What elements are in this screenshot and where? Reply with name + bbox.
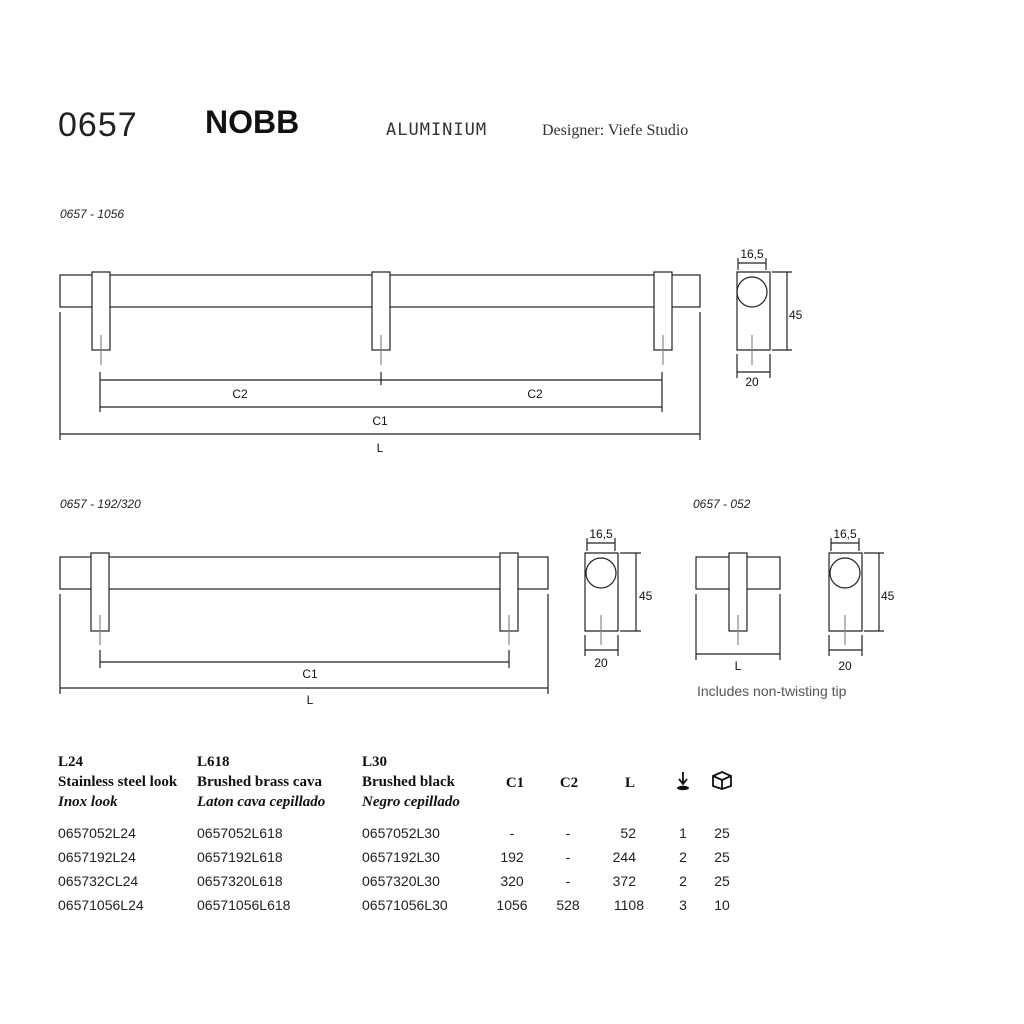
cell-l30: 0657052L30 [362,825,440,841]
product-name: NOBB [205,104,300,140]
dim-width-small: 16,5 [833,527,857,541]
finish-column-l24: L24 Stainless steel look Inox look [58,752,177,812]
dim-l-medium: L [307,693,314,707]
cell-l24: 0657192L24 [58,849,136,865]
cell-c1: 320 [500,873,524,889]
finish-column-l618: L618 Brushed brass cava Laton cava cepil… [197,752,325,812]
drawing-label-small: 0657 - 052 [693,497,751,511]
cell-l618: 06571056L618 [197,897,291,913]
finish-name: Brushed brass cava [197,774,323,790]
cell-l: 52 [620,825,636,841]
cell-c1: - [509,825,515,841]
drawing-label-large: 0657 - 1056 [60,207,125,221]
finish-code: L618 [197,754,230,770]
finish-name-es: Negro cepillado [362,794,460,810]
header-c1: C1 [505,775,525,791]
cell-l: 1108 [613,897,644,913]
dim-base-large: 20 [745,375,759,389]
finish-name-es: Laton cava cepillado [197,794,326,810]
dim-base-small: 20 [838,659,852,673]
medium-handle-side-view [584,538,641,656]
dim-l-large: L [377,441,384,455]
drawing-label-medium: 0657 - 192/320 [60,497,141,511]
finish-name: Brushed black [362,774,455,790]
cell-box: 25 [714,849,730,865]
cell-l618: 0657192L618 [197,849,283,865]
large-handle-front-view [59,271,701,351]
table-row: 0657192L24 0657192L618 0657192L30 192 - … [0,849,1024,873]
cell-l24: 065732CL24 [58,873,139,889]
header-c2: C2 [559,775,579,791]
dim-height-large: 45 [789,308,803,322]
material-label: ALUMINIUM [386,120,488,140]
screw-icon [677,772,689,791]
medium-dimension-lines [59,594,549,694]
cell-box: 10 [714,897,730,913]
cell-l24: 06571056L24 [58,897,144,913]
dim-c1-large: C1 [372,414,388,428]
cell-l618: 0657320L618 [197,873,283,889]
cell-box: 25 [714,873,730,889]
small-dimension-lines [695,594,781,660]
cell-screws: 1 [679,825,687,841]
finish-name: Stainless steel look [58,774,178,790]
dim-c1-medium: C1 [302,667,318,681]
finish-name-es: Inox look [58,794,118,810]
cell-c2: - [565,825,571,841]
dim-height-medium: 45 [639,589,653,603]
table-row: 0657052L24 0657052L618 0657052L30 - - 52… [0,825,1024,849]
cell-screws: 2 [679,873,687,889]
designer-label: Designer: Viefe Studio [542,122,689,139]
cell-c2: - [565,849,571,865]
cell-l: 372 [612,873,636,889]
product-code: 0657 [58,106,138,144]
cell-c1: 192 [500,849,524,865]
table-row: 06571056L24 06571056L618 06571056L30 105… [0,897,1024,921]
cell-l: 244 [612,849,636,865]
non-twisting-tip-note: Includes non-twisting tip [697,683,847,699]
dim-width-large: 16,5 [740,247,764,261]
technical-drawings: C2 C2 C1 L 16,5 45 20 C1 L 16,5 45 20 L … [59,247,895,707]
product-table: 0657052L24 0657052L618 0657052L30 - - 52… [0,825,1024,921]
cell-l618: 0657052L618 [197,825,283,841]
finish-code: L24 [58,754,84,770]
cell-c2: - [565,873,571,889]
large-handle-side-view [736,258,792,378]
finish-code: L30 [362,754,388,770]
large-dimension-lines [59,312,701,440]
dim-height-small: 45 [881,589,895,603]
cell-l30: 0657320L30 [362,873,440,889]
finish-column-l30: L30 Brushed black Negro cepillado [362,752,460,812]
header-l: L [624,775,635,791]
cell-l30: 06571056L30 [362,897,448,913]
dim-c2-left: C2 [232,387,248,401]
cell-c2: 528 [556,897,580,913]
box-icon [712,771,732,790]
table-row: 065732CL24 0657320L618 0657320L30 320 - … [0,873,1024,897]
dim-l-small: L [735,659,742,673]
cell-screws: 3 [679,897,687,913]
cell-box: 25 [714,825,730,841]
dim-c2-right: C2 [527,387,543,401]
cell-l24: 0657052L24 [58,825,136,841]
medium-handle-front-view [59,552,549,632]
cell-screws: 2 [679,849,687,865]
dim-width-medium: 16,5 [589,527,613,541]
small-knob-side-view [828,538,884,656]
dim-base-medium: 20 [594,656,608,670]
cell-l30: 0657192L30 [362,849,440,865]
cell-c1: 1056 [496,897,528,913]
